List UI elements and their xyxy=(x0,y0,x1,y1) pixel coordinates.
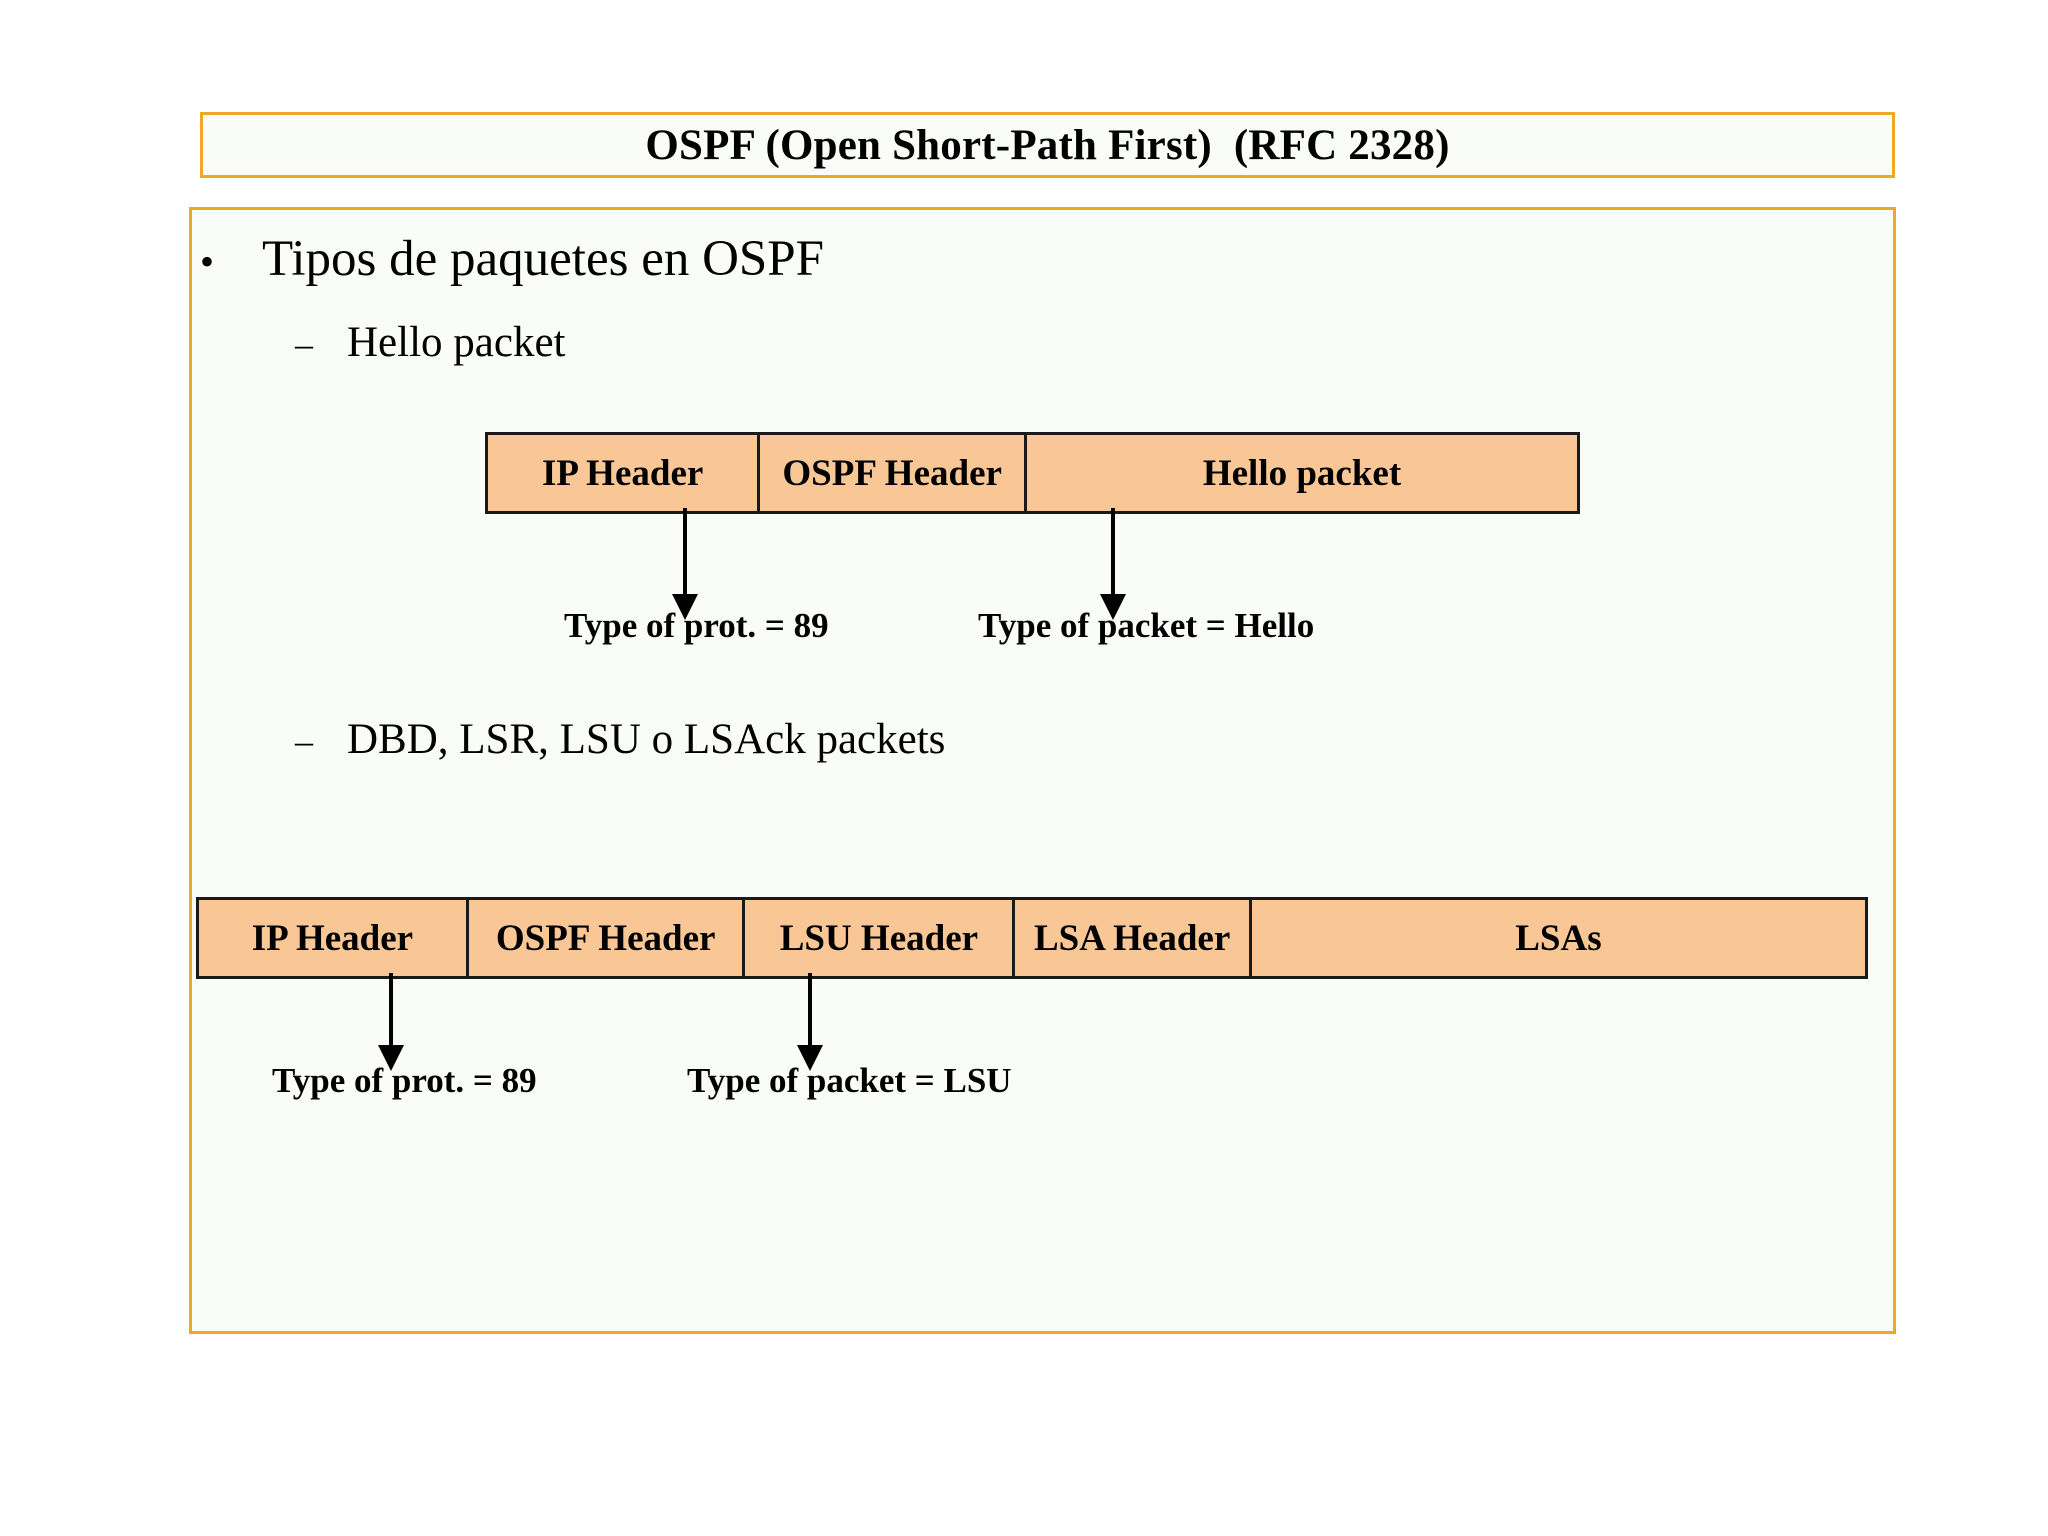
bullet-dot-icon: • xyxy=(200,239,215,284)
annotation-type-of-packet-hello: Type of packet = Hello xyxy=(978,606,1315,645)
bullet-hello-packet: – Hello packet xyxy=(295,320,566,365)
arrow-down-icon xyxy=(797,973,823,1071)
annotation-type-of-prot-lsu: Type of prot. = 89 xyxy=(272,1061,537,1100)
packet-diagram-lsu: IP Header OSPF Header LSU Header LSA Hea… xyxy=(196,897,1868,979)
packet-cell-ip-header: IP Header xyxy=(488,435,761,511)
packet-cell-lsas: LSAs xyxy=(1515,917,1602,959)
bullet-tipos-label: Tipos de paquetes en OSPF xyxy=(262,231,824,287)
bullet-hello-packet-label: Hello packet xyxy=(347,319,566,366)
packet-cell-ip-header: IP Header xyxy=(199,900,469,976)
bullet-tipos-de-paquetes: • Tipos de paquetes en OSPF xyxy=(200,231,824,287)
slide-body-frame xyxy=(189,207,1896,1334)
slide-title-frame: OSPF (Open Short-Path First) (RFC 2328) xyxy=(200,112,1895,178)
bullet-dbd-lsr-lsu-lsack-label: DBD, LSR, LSU o LSAck packets xyxy=(347,716,946,763)
packet-cell-lsa-header: LSA Header xyxy=(1015,900,1252,976)
bullet-dash-icon: – xyxy=(295,721,313,761)
arrow-down-icon xyxy=(672,508,698,620)
packet-cell-hello-packet: Hello packet xyxy=(1202,452,1402,494)
annotation-type-of-prot-hello: Type of prot. = 89 xyxy=(564,606,829,645)
bullet-dbd-lsr-lsu-lsack: – DBD, LSR, LSU o LSAck packets xyxy=(295,717,945,762)
packet-cell-ospf-header: OSPF Header xyxy=(469,900,746,976)
arrow-down-icon xyxy=(378,973,404,1071)
packet-cell-ospf-header: OSPF Header xyxy=(760,435,1028,511)
annotation-type-of-packet-lsu: Type of packet = LSU xyxy=(687,1061,1012,1100)
bullet-dash-icon: – xyxy=(295,324,313,364)
arrow-down-icon xyxy=(1100,508,1126,620)
page-title: OSPF (Open Short-Path First) (RFC 2328) xyxy=(645,121,1450,169)
packet-cell-lsu-header: LSU Header xyxy=(745,900,1016,976)
packet-diagram-hello: IP Header OSPF Header Hello packet xyxy=(485,432,1580,514)
